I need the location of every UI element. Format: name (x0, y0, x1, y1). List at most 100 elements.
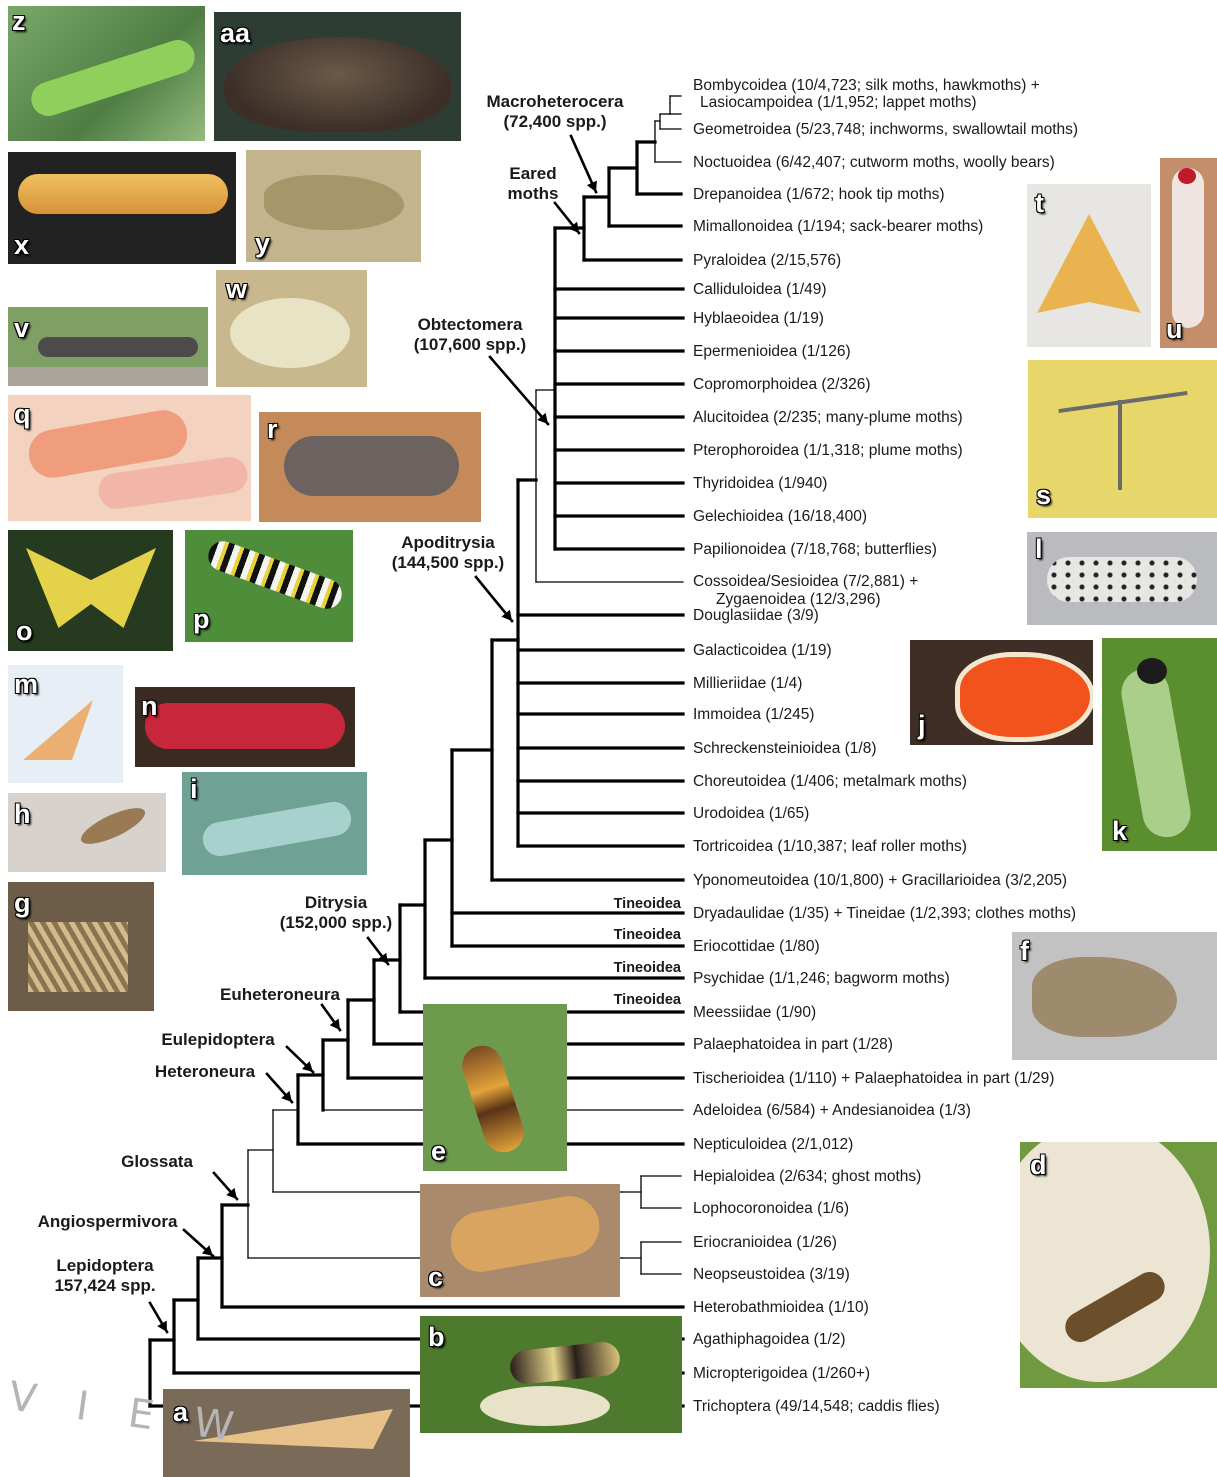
taxon-label: Millieriidae (1/4) (693, 675, 802, 692)
taxon-label: Galacticoidea (1/19) (693, 642, 832, 659)
clade-obtectomera-count: (107,600 spp.) (390, 335, 550, 355)
photo-y-moth: y (246, 150, 421, 262)
photo-label-j: j (918, 712, 926, 739)
taxon-label: Psychidae (1/1,246; bagworm moths) (693, 970, 950, 987)
tineoidea-label-4: Tineoidea (551, 992, 681, 1008)
tineoidea-label-3: Tineoidea (551, 960, 681, 976)
clade-glossata-name: Glossata (97, 1152, 217, 1172)
photo-label-i: i (190, 776, 198, 803)
photo-label-u: u (1166, 316, 1183, 343)
photo-r-moth: r (259, 412, 481, 522)
taxon-label: Eriocottidae (1/80) (693, 938, 820, 955)
taxon-label: Heterobathmioidea (1/10) (693, 1299, 869, 1316)
clade-eared-moths: Eared moths (498, 164, 568, 204)
taxon-label: Urodoidea (1/65) (693, 805, 809, 822)
taxon-label: Papilionoidea (7/18,768; butterflies) (693, 541, 937, 558)
taxon-label: Schreckensteinioidea (1/8) (693, 740, 877, 757)
photo-label-c: c (428, 1264, 443, 1291)
photo-q-larvae: q (8, 395, 251, 521)
taxon-label: Trichoptera (49/14,548; caddis flies) (693, 1398, 940, 1415)
clade-lepidoptera: Lepidoptera 157,424 spp. (40, 1256, 170, 1296)
taxon-label: Nepticuloidea (2/1,012) (693, 1136, 853, 1153)
taxon-label: Adeloidea (6/584) + Andesianoidea (1/3) (693, 1102, 971, 1119)
photo-label-m: m (14, 671, 38, 698)
photo-s-plume-moth: s (1028, 360, 1217, 518)
clade-macroheterocera-count: (72,400 spp.) (478, 112, 632, 132)
taxon-label: Tischerioidea (1/110) + Palaephatoidea i… (693, 1070, 1054, 1087)
photo-aa-silk-moth: aa (214, 12, 461, 141)
photo-label-w: w (226, 276, 247, 303)
clade-obtectomera-name: Obtectomera (390, 315, 550, 335)
photo-m-moth: m (8, 665, 123, 783)
photo-label-x: x (14, 232, 29, 259)
photo-u-larva: u (1160, 158, 1217, 348)
photo-label-p: p (193, 606, 210, 633)
photo-h-moth: h (8, 793, 166, 872)
photo-n-red-larva: n (135, 687, 355, 767)
photo-j-zygaenid: j (910, 640, 1093, 745)
photo-label-d: d (1030, 1152, 1047, 1179)
clade-heteroneura-name: Heteroneura (125, 1062, 285, 1082)
clade-ditrysia: Ditrysia (152,000 spp.) (256, 893, 416, 933)
photo-k-larva: k (1102, 638, 1217, 851)
photo-x-caterpillar: x (8, 152, 236, 264)
arrow-euheteroneura-head (330, 1019, 340, 1030)
photo-t-pyralid-moth: t (1027, 184, 1151, 347)
photo-label-t: t (1035, 190, 1044, 217)
photo-l-ermine-moth: l (1027, 532, 1217, 625)
clade-ditrysia-name: Ditrysia (256, 893, 416, 913)
photo-label-v: v (14, 315, 29, 342)
photo-label-b: b (428, 1324, 445, 1351)
clade-heteroneura: Heteroneura (125, 1062, 285, 1082)
clade-angiospermivora: Angiospermivora (20, 1212, 195, 1232)
clade-angiospermivora-name: Angiospermivora (20, 1212, 195, 1232)
clade-apoditrysia-name: Apoditrysia (368, 533, 528, 553)
taxon-label: Choreutoidea (1/406; metalmark moths) (693, 773, 967, 790)
taxon-label: Hyblaeoidea (1/19) (693, 310, 824, 327)
taxon-label: Pterophoroidea (1/1,318; plume moths) (693, 442, 963, 459)
photo-label-n: n (141, 693, 158, 720)
photo-f-moth: f (1012, 932, 1217, 1060)
taxon-label: Tortricoidea (1/10,387; leaf roller moth… (693, 838, 967, 855)
taxon-label: Bombycoidea (10/4,723; silk moths, hawkm… (693, 77, 1040, 94)
taxon-label: Eriocranioidea (1/26) (693, 1234, 837, 1251)
taxon-label: Mimallonoidea (1/194; sack-bearer moths) (693, 218, 983, 235)
photo-g-bagworm: g (8, 882, 154, 1011)
photo-label-g: g (14, 890, 31, 917)
photo-label-h: h (14, 801, 31, 828)
taxon-label: Gelechioidea (16/18,400) (693, 508, 867, 525)
photo-b-micropterigid: b (420, 1316, 682, 1433)
photo-o-swallowtail: o (8, 530, 173, 651)
clade-eulepidoptera-name: Eulepidoptera (138, 1030, 298, 1050)
clade-euheteroneura-name: Euheteroneura (200, 985, 360, 1005)
clade-glossata: Glossata (97, 1152, 217, 1172)
photo-label-s: s (1036, 482, 1051, 509)
clade-eared-line2: moths (498, 184, 568, 204)
clade-lepidoptera-count: 157,424 spp. (40, 1276, 170, 1296)
taxon-label: Hepialoidea (2/634; ghost moths) (693, 1168, 921, 1185)
photo-label-e: e (431, 1138, 446, 1165)
taxon-label: Thyridoidea (1/940) (693, 475, 827, 492)
photo-label-aa: aa (220, 20, 250, 47)
taxon-label: Drepanoidea (1/672; hook tip moths) (693, 186, 945, 203)
taxon-label: Palaephatoidea in part (1/28) (693, 1036, 893, 1053)
taxon-label: Geometroidea (5/23,748; inchworms, swall… (693, 121, 1078, 138)
taxon-label: Dryadaulidae (1/35) + Tineidae (1/2,393;… (693, 905, 1076, 922)
photo-i-larva: i (182, 772, 367, 875)
taxon-label: Alucitoidea (2/235; many-plume moths) (693, 409, 963, 426)
taxon-label: Cossoidea/Sesioidea (7/2,881) + (693, 573, 918, 590)
photo-v-inchworm: v (8, 307, 208, 386)
photo-label-o: o (16, 618, 33, 645)
photo-c-hairy-moth: c (420, 1184, 620, 1297)
taxon-label: Lasiocampoidea (1/1,952; lappet moths) (700, 94, 977, 111)
clade-euheteroneura: Euheteroneura (200, 985, 360, 1005)
tineoidea-label-2: Tineoidea (551, 927, 681, 943)
clade-apoditrysia-count: (144,500 spp.) (368, 553, 528, 573)
clade-eared-line1: Eared (498, 164, 568, 184)
tineoidea-label-1: Tineoidea (551, 896, 681, 912)
photo-label-z: z (12, 8, 26, 35)
photo-d-leaf-mine: d (1020, 1142, 1217, 1388)
taxon-label: Copromorphoidea (2/326) (693, 376, 871, 393)
photo-label-r: r (267, 416, 278, 443)
taxon-label: Noctuoidea (6/42,407; cutworm moths, woo… (693, 154, 1055, 171)
